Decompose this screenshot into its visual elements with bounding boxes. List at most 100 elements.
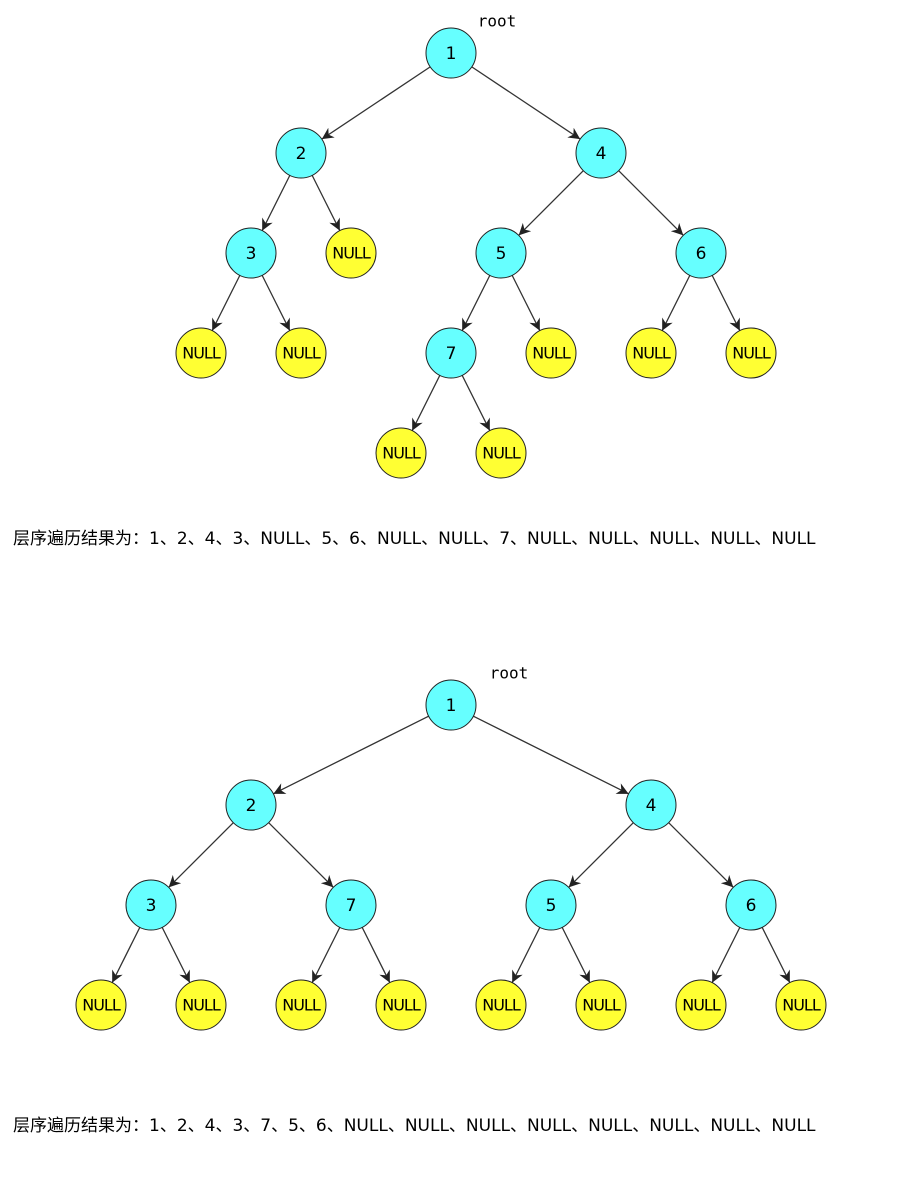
- node-circle: [325, 879, 377, 931]
- edge-m7-m7r: [361, 927, 391, 983]
- edge-m2-m7: [268, 822, 334, 888]
- null-node: NULL: [675, 979, 727, 1031]
- null-node-circle: [725, 327, 777, 379]
- tree-node-3: 3: [125, 879, 177, 931]
- traversal-caption-1: 层序遍历结果为：1、2、4、3、NULL、5、6、NULL、NULL、7、NUL…: [13, 529, 816, 549]
- node-label: 4: [596, 144, 607, 164]
- node-circle: [575, 127, 627, 179]
- tree-node-7: 7: [425, 327, 477, 379]
- null-node: NULL: [725, 327, 777, 379]
- edge-n3-n3r: [261, 275, 291, 331]
- tree-node-4: 4: [625, 779, 677, 831]
- edge-n5-n7: [461, 275, 491, 331]
- node-circle: [525, 879, 577, 931]
- node-circle: [425, 679, 477, 731]
- null-node: NULL: [525, 327, 577, 379]
- edge-n7-n7l: [411, 375, 441, 431]
- node-label: NULL: [482, 996, 521, 1015]
- node-label: NULL: [582, 996, 621, 1015]
- tree-node-2: 2: [225, 779, 277, 831]
- edge-m6-m6l: [711, 927, 741, 983]
- edge-m3-m3l: [111, 927, 141, 983]
- node-label: 3: [246, 244, 257, 264]
- node-label: 7: [346, 896, 357, 916]
- node-label: NULL: [632, 344, 671, 363]
- node-label: NULL: [482, 444, 521, 463]
- node-label: 6: [746, 896, 757, 916]
- node-label: 2: [246, 796, 257, 816]
- node-label: 3: [146, 896, 157, 916]
- null-node-circle: [175, 327, 227, 379]
- edge-n4-n6: [618, 170, 684, 236]
- tree-node-5: 5: [525, 879, 577, 931]
- node-label: 1: [446, 44, 457, 64]
- edge-m4-m5: [568, 822, 634, 888]
- edge-m1-m4: [473, 715, 629, 795]
- node-circle: [725, 879, 777, 931]
- edge-m6-m6r: [761, 927, 791, 983]
- node-circle: [475, 227, 527, 279]
- edge-n2-n3: [261, 175, 291, 231]
- null-node-circle: [475, 979, 527, 1031]
- node-circle: [225, 779, 277, 831]
- node-label: NULL: [282, 996, 321, 1015]
- node-label: 5: [546, 896, 557, 916]
- node-label: 4: [646, 796, 657, 816]
- root-label: root: [490, 664, 529, 683]
- node-circle: [625, 779, 677, 831]
- null-node-circle: [275, 979, 327, 1031]
- null-node: NULL: [625, 327, 677, 379]
- null-node: NULL: [175, 979, 227, 1031]
- node-label: 1: [446, 696, 457, 716]
- node-circle: [425, 327, 477, 379]
- null-node-circle: [675, 979, 727, 1031]
- edge-n5-n5r: [511, 275, 541, 331]
- node-label: NULL: [82, 996, 121, 1015]
- tree-node-2: 2: [275, 127, 327, 179]
- node-circle: [225, 227, 277, 279]
- node-label: NULL: [382, 996, 421, 1015]
- edge-n3-n3l: [211, 275, 241, 331]
- null-node: NULL: [325, 227, 377, 279]
- null-node: NULL: [375, 979, 427, 1031]
- null-node: NULL: [475, 979, 527, 1031]
- node-label: NULL: [182, 996, 221, 1015]
- null-node: NULL: [275, 979, 327, 1031]
- node-label: NULL: [532, 344, 571, 363]
- null-node-circle: [475, 427, 527, 479]
- node-label: NULL: [782, 996, 821, 1015]
- tree-node-5: 5: [475, 227, 527, 279]
- edge-n1-n2: [321, 66, 431, 140]
- tree-node-6: 6: [675, 227, 727, 279]
- root-label: root: [478, 12, 517, 31]
- tree-node-6: 6: [725, 879, 777, 931]
- tree-node-3: 3: [225, 227, 277, 279]
- null-node: NULL: [275, 327, 327, 379]
- edge-m5-m5l: [511, 927, 541, 983]
- tree-node-1: 1: [425, 679, 477, 731]
- node-label: NULL: [282, 344, 321, 363]
- null-node-circle: [275, 327, 327, 379]
- node-label: 7: [446, 344, 457, 364]
- tree-node-7: 7: [325, 879, 377, 931]
- null-node: NULL: [475, 427, 527, 479]
- node-circle: [125, 879, 177, 931]
- edge-n6-n6r: [711, 275, 741, 331]
- traversal-caption-2: 层序遍历结果为：1、2、4、3、7、5、6、NULL、NULL、NULL、NUL…: [13, 1116, 816, 1136]
- edge-n4-n5: [518, 170, 584, 236]
- null-node-circle: [325, 227, 377, 279]
- node-circle: [675, 227, 727, 279]
- null-node: NULL: [375, 427, 427, 479]
- null-node: NULL: [175, 327, 227, 379]
- null-node-circle: [375, 979, 427, 1031]
- tree-node-1: 1: [425, 27, 477, 79]
- node-circle: [425, 27, 477, 79]
- edge-n1-n4: [471, 66, 581, 140]
- tree-node-4: 4: [575, 127, 627, 179]
- edge-m2-m3: [168, 822, 234, 888]
- node-label: NULL: [382, 444, 421, 463]
- node-label: 5: [496, 244, 507, 264]
- edge-m4-m6: [668, 822, 734, 888]
